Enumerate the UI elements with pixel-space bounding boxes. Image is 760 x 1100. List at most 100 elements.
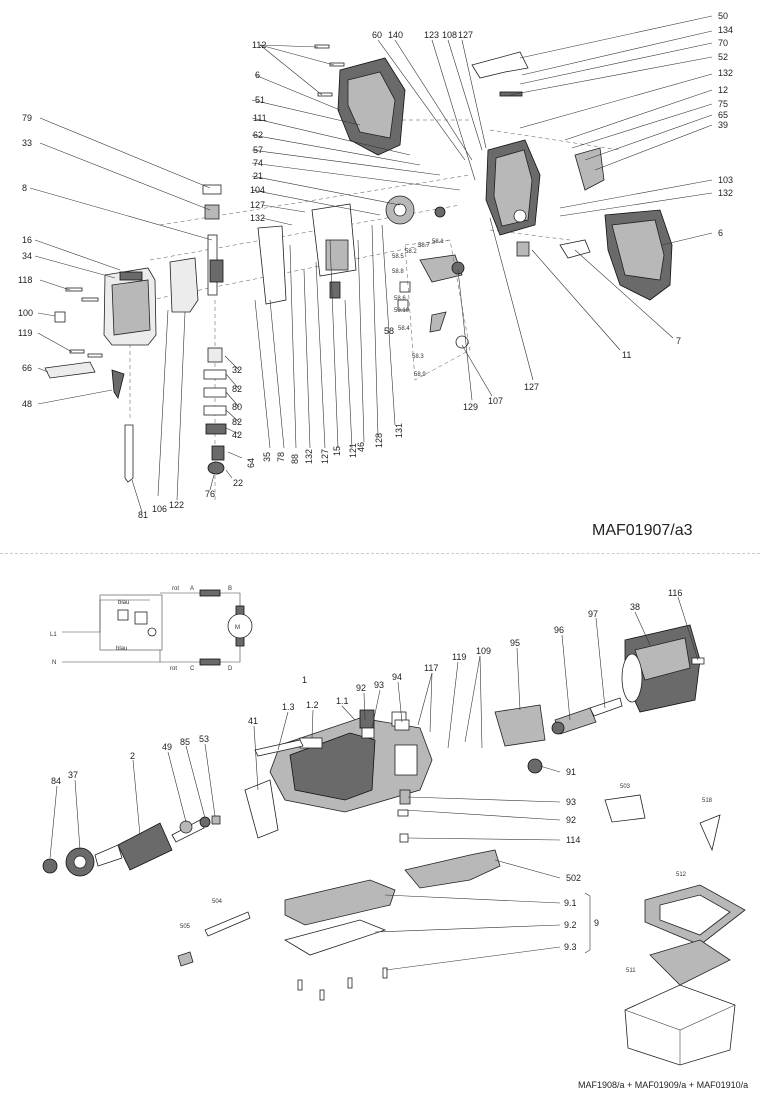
gasket [257, 225, 287, 305]
anti-splinter-518 [699, 814, 721, 852]
wiring-schematic: M rot A B rot C D blau blau L1 N [50, 586, 253, 672]
callout: 6 [718, 228, 723, 238]
callout: 58.10 [394, 308, 410, 314]
callout: 58.9 [414, 372, 426, 378]
callout: 97 [588, 609, 598, 619]
motor-label: M [235, 625, 240, 631]
housing-half-right [604, 209, 673, 301]
wire-label: B [228, 586, 232, 592]
callout: 9.2 [564, 920, 577, 930]
drawing-number-top: MAF01907/a3 [592, 522, 693, 539]
callout: 42 [232, 430, 242, 440]
wire-label: N [52, 660, 56, 666]
callout: 1.1 [336, 696, 349, 706]
callout: 96 [554, 625, 564, 635]
callout: 119 [18, 328, 32, 338]
callout: 103 [718, 175, 733, 185]
callout: 123 [424, 30, 439, 40]
callout: 66 [22, 363, 32, 373]
callout: 58.6 [394, 296, 406, 302]
callout: 21 [253, 171, 263, 181]
callout: 9 [594, 918, 599, 928]
callout: 75 [718, 99, 728, 109]
bottom-callouts: 116 38 97 96 95 109 119 117 94 93 92 1 1… [51, 588, 713, 974]
base-plate-9-1 [284, 879, 396, 926]
cover-503 [604, 794, 646, 823]
wire-label: C [190, 666, 195, 672]
callout: 134 [718, 25, 733, 35]
callout: 511 [626, 968, 636, 974]
callout: 1 [302, 675, 307, 685]
callout: 58.5 [392, 254, 404, 260]
callout: 58.1 [432, 239, 444, 245]
callout: 94 [392, 672, 402, 682]
callout: 116 [668, 588, 682, 598]
callout: 38 [630, 602, 640, 612]
callout: 127 [458, 30, 473, 40]
bearing-85 [199, 816, 211, 828]
callout: 81 [138, 510, 148, 520]
callout: 132 [718, 188, 733, 198]
callout: 119 [452, 652, 466, 662]
callout: 22 [233, 478, 243, 488]
callout: 92 [566, 815, 576, 825]
callout: 100 [18, 308, 33, 318]
callout: 57 [253, 145, 263, 155]
cam-drive [311, 203, 357, 277]
callout: 107 [488, 396, 503, 406]
callout: 132 [718, 68, 733, 78]
gear-housing-cover [337, 57, 406, 156]
housing-half-left [103, 267, 157, 346]
callout: 76 [205, 489, 215, 499]
bottom-assembly: 116 38 97 96 95 109 119 117 94 93 92 1 1… [42, 588, 746, 1066]
motor-housing-38 [621, 624, 701, 713]
callout: 518 [702, 798, 713, 804]
callout: 92 [356, 683, 366, 693]
base-plate-9-2 [283, 919, 387, 956]
callout: 58.8 [392, 269, 404, 275]
callout: 70 [718, 38, 728, 48]
callout: 95 [510, 638, 520, 648]
top-leader-lines [29, 15, 713, 513]
callout: 504 [212, 899, 223, 905]
callout: 33 [22, 138, 32, 148]
callout: 93 [374, 680, 384, 690]
bearing-49 [179, 820, 193, 834]
callout: 78 [276, 452, 286, 462]
callout: 7 [676, 336, 681, 346]
callout: 104 [250, 185, 265, 195]
callout: 112 [252, 40, 266, 50]
guide-bracket [169, 257, 199, 313]
insert-505 [177, 951, 194, 967]
wire-label: D [228, 666, 233, 672]
callout: 82 [232, 417, 242, 427]
adjust-knob [559, 239, 591, 259]
guide-504 [204, 911, 251, 937]
callout: 108 [442, 30, 457, 40]
callout: 16 [22, 235, 32, 245]
callout: 118 [18, 275, 32, 285]
wire-label: A [190, 586, 194, 592]
callout: 9.1 [564, 898, 577, 908]
callout: 114 [566, 835, 580, 845]
screws-9-3 [297, 967, 388, 1001]
callout: 64 [246, 458, 256, 468]
callout: 82 [232, 384, 242, 394]
callout: 512 [676, 872, 687, 878]
wire-label: blau [118, 600, 129, 606]
callout: 111 [253, 113, 267, 123]
carry-case-511 [624, 939, 736, 1066]
bracket-clip [574, 147, 605, 191]
callout: 32 [232, 365, 242, 375]
callout: 15 [332, 446, 342, 456]
callout: 85 [180, 737, 190, 747]
callout: 129 [463, 402, 478, 412]
blade-lever [111, 369, 125, 399]
screws [54, 44, 345, 358]
callout: 132 [250, 213, 265, 223]
callout: 12 [718, 85, 728, 95]
callout: 39 [718, 120, 728, 130]
callout: 2 [130, 751, 135, 761]
callout: 502 [566, 873, 581, 883]
callout: 128 [374, 433, 384, 448]
